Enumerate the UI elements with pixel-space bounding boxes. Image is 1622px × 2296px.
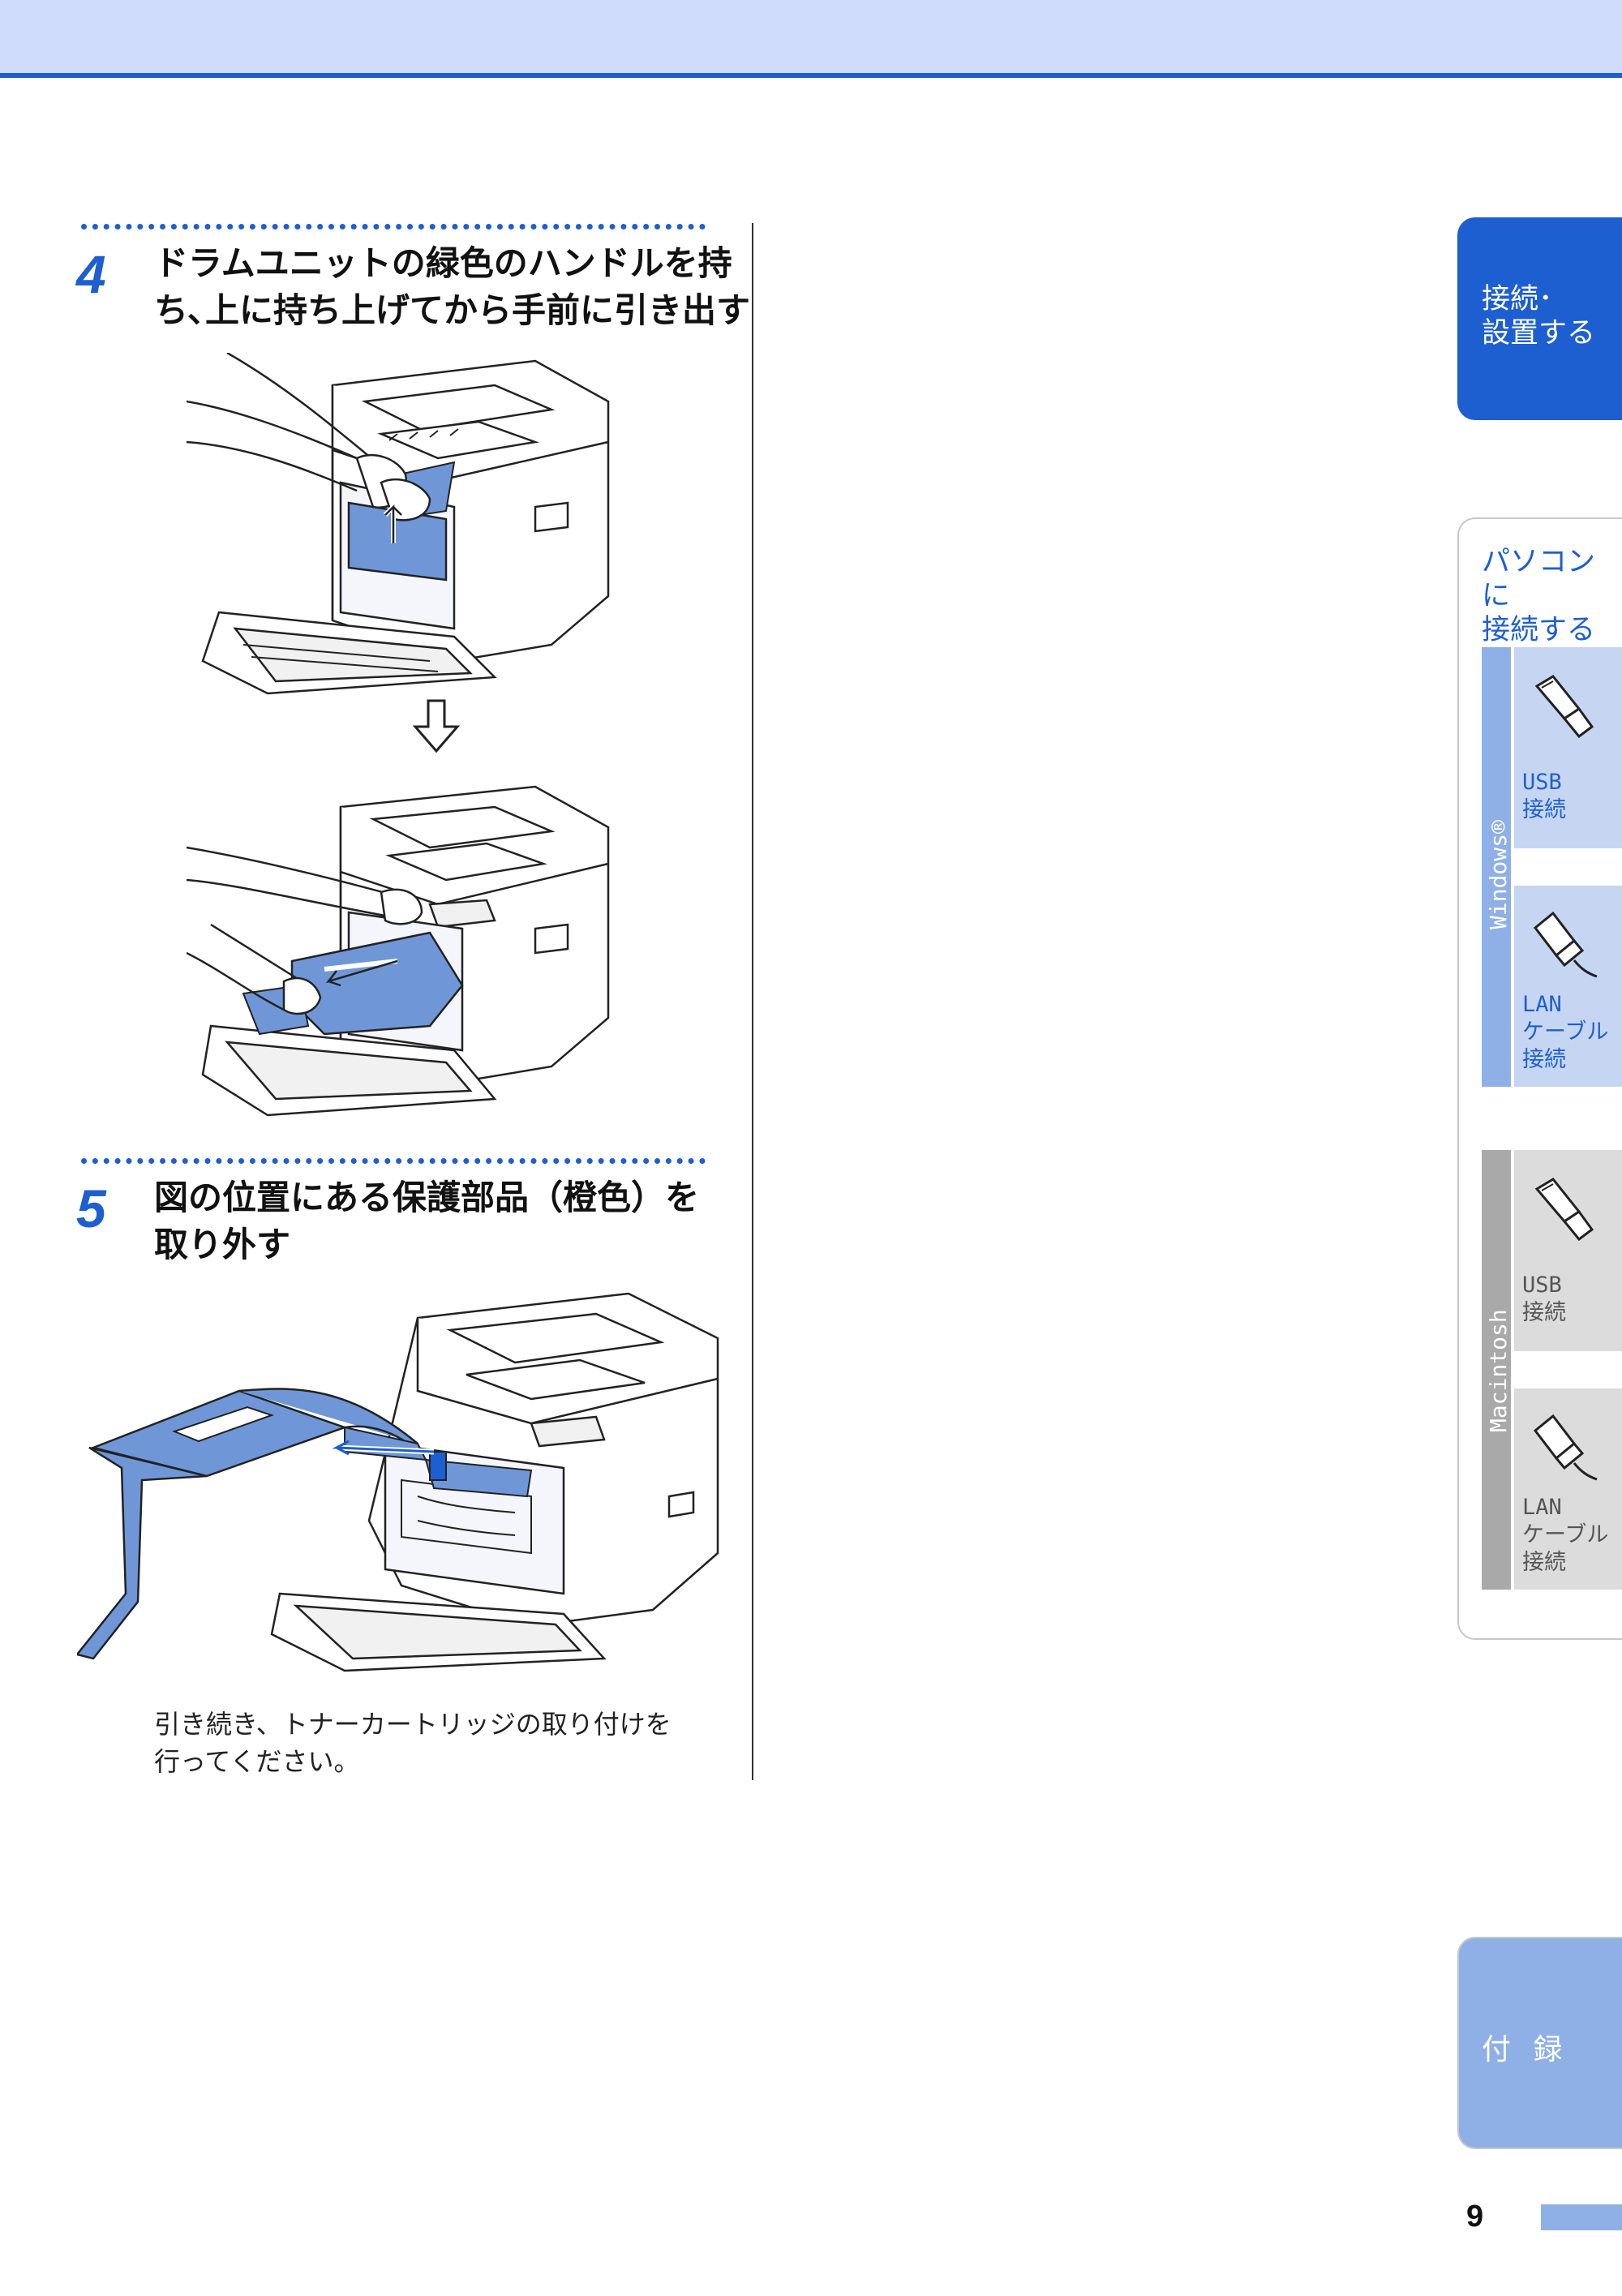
tab-connect-setup[interactable] [1457,217,1622,420]
tab-appendix[interactable] [1457,1937,1622,2149]
tab-connect-setup-label: 接続･ 設置する [1482,282,1595,350]
lan-plug-icon [1533,911,1598,978]
tab-mac-usb[interactable]: USB 接続 [1514,1150,1622,1351]
page-number: 9 [1466,2199,1484,2234]
tab-label-line: 接続･ [1482,283,1553,315]
tab-label-line: LAN [1522,992,1562,1017]
follow-up-note: 引き続き、トナーカートリッジの取り付けを 行ってください。 [154,1706,672,1780]
usb-plug-icon [1534,1178,1594,1242]
step-instruction: ドラムユニットの緑色のハンドルを持 ち､上に持ち上げてから手前に引き出す [154,240,750,334]
macintosh-section-bar: Macintosh [1482,1150,1512,1590]
tab-label-line: 設置する [1482,317,1596,350]
step-instruction-line: 図の位置にある保護部品（橙色）を [154,1178,700,1217]
usb-plug-icon [1534,675,1594,739]
tab-windows-usb[interactable]: USB 接続 [1514,647,1622,848]
tab-appendix-label: 付 録 [1482,2033,1569,2066]
step-instruction-line: 取り外す [154,1225,291,1264]
step-instruction-line: ドラムユニットの緑色のハンドルを持 [154,243,732,283]
lan-plug-icon [1533,1414,1598,1481]
tab-windows-lan[interactable]: LAN ケーブル 接続 [1514,886,1622,1087]
tab-mac-lan[interactable]: LAN ケーブル 接続 [1514,1388,1622,1590]
tab-label-line: ケーブル [1522,1522,1609,1547]
tab-label-line: USB [1522,770,1562,795]
windows-label: Windows® [1485,820,1512,929]
windows-section-bar: Windows® [1482,647,1512,1087]
macintosh-label: Macintosh [1485,1309,1512,1432]
step-number: 4 [76,244,106,304]
header-band [0,0,1622,73]
tab-label-line: 接続する [1482,614,1596,646]
note-line: 行ってください。 [154,1746,360,1777]
tab-label-line: ケーブル [1522,1019,1609,1045]
tab-mac-lan-label: LAN ケーブル 接続 [1522,1494,1608,1577]
step-instruction-line: ち､上に持ち上げてから手前に引き出す [154,290,751,330]
step-separator [81,224,706,230]
tab-windows-usb-label: USB 接続 [1522,769,1566,824]
step-instruction: 図の位置にある保護部品（橙色）を 取り外す [154,1174,699,1268]
drum-lift-illustration [187,353,610,695]
tab-connect-pc-label: パソコンに 接続する [1482,545,1622,647]
page-number-bar [1541,2204,1622,2230]
tab-windows-lan-label: LAN ケーブル 接続 [1522,991,1608,1074]
down-arrow-icon [412,699,461,753]
tab-label-line: 接続 [1522,797,1566,822]
tab-label-line: 接続 [1522,1300,1566,1325]
tab-label-line: 接続 [1522,1047,1566,1072]
step-number: 5 [76,1178,106,1238]
step-separator [81,1158,706,1164]
column-divider [752,223,753,1780]
header-rule [0,73,1622,78]
tab-mac-usb-label: USB 接続 [1522,1272,1566,1327]
tab-label-line: LAN [1522,1495,1562,1520]
protective-part-removal-illustration [77,1292,719,1672]
tab-label-line: パソコンに [1482,546,1596,612]
drum-pull-illustration [187,785,610,1117]
note-line: 引き続き、トナーカートリッジの取り付けを [154,1709,672,1740]
tab-label-line: 接続 [1522,1550,1566,1575]
tab-label-line: USB [1522,1272,1562,1298]
